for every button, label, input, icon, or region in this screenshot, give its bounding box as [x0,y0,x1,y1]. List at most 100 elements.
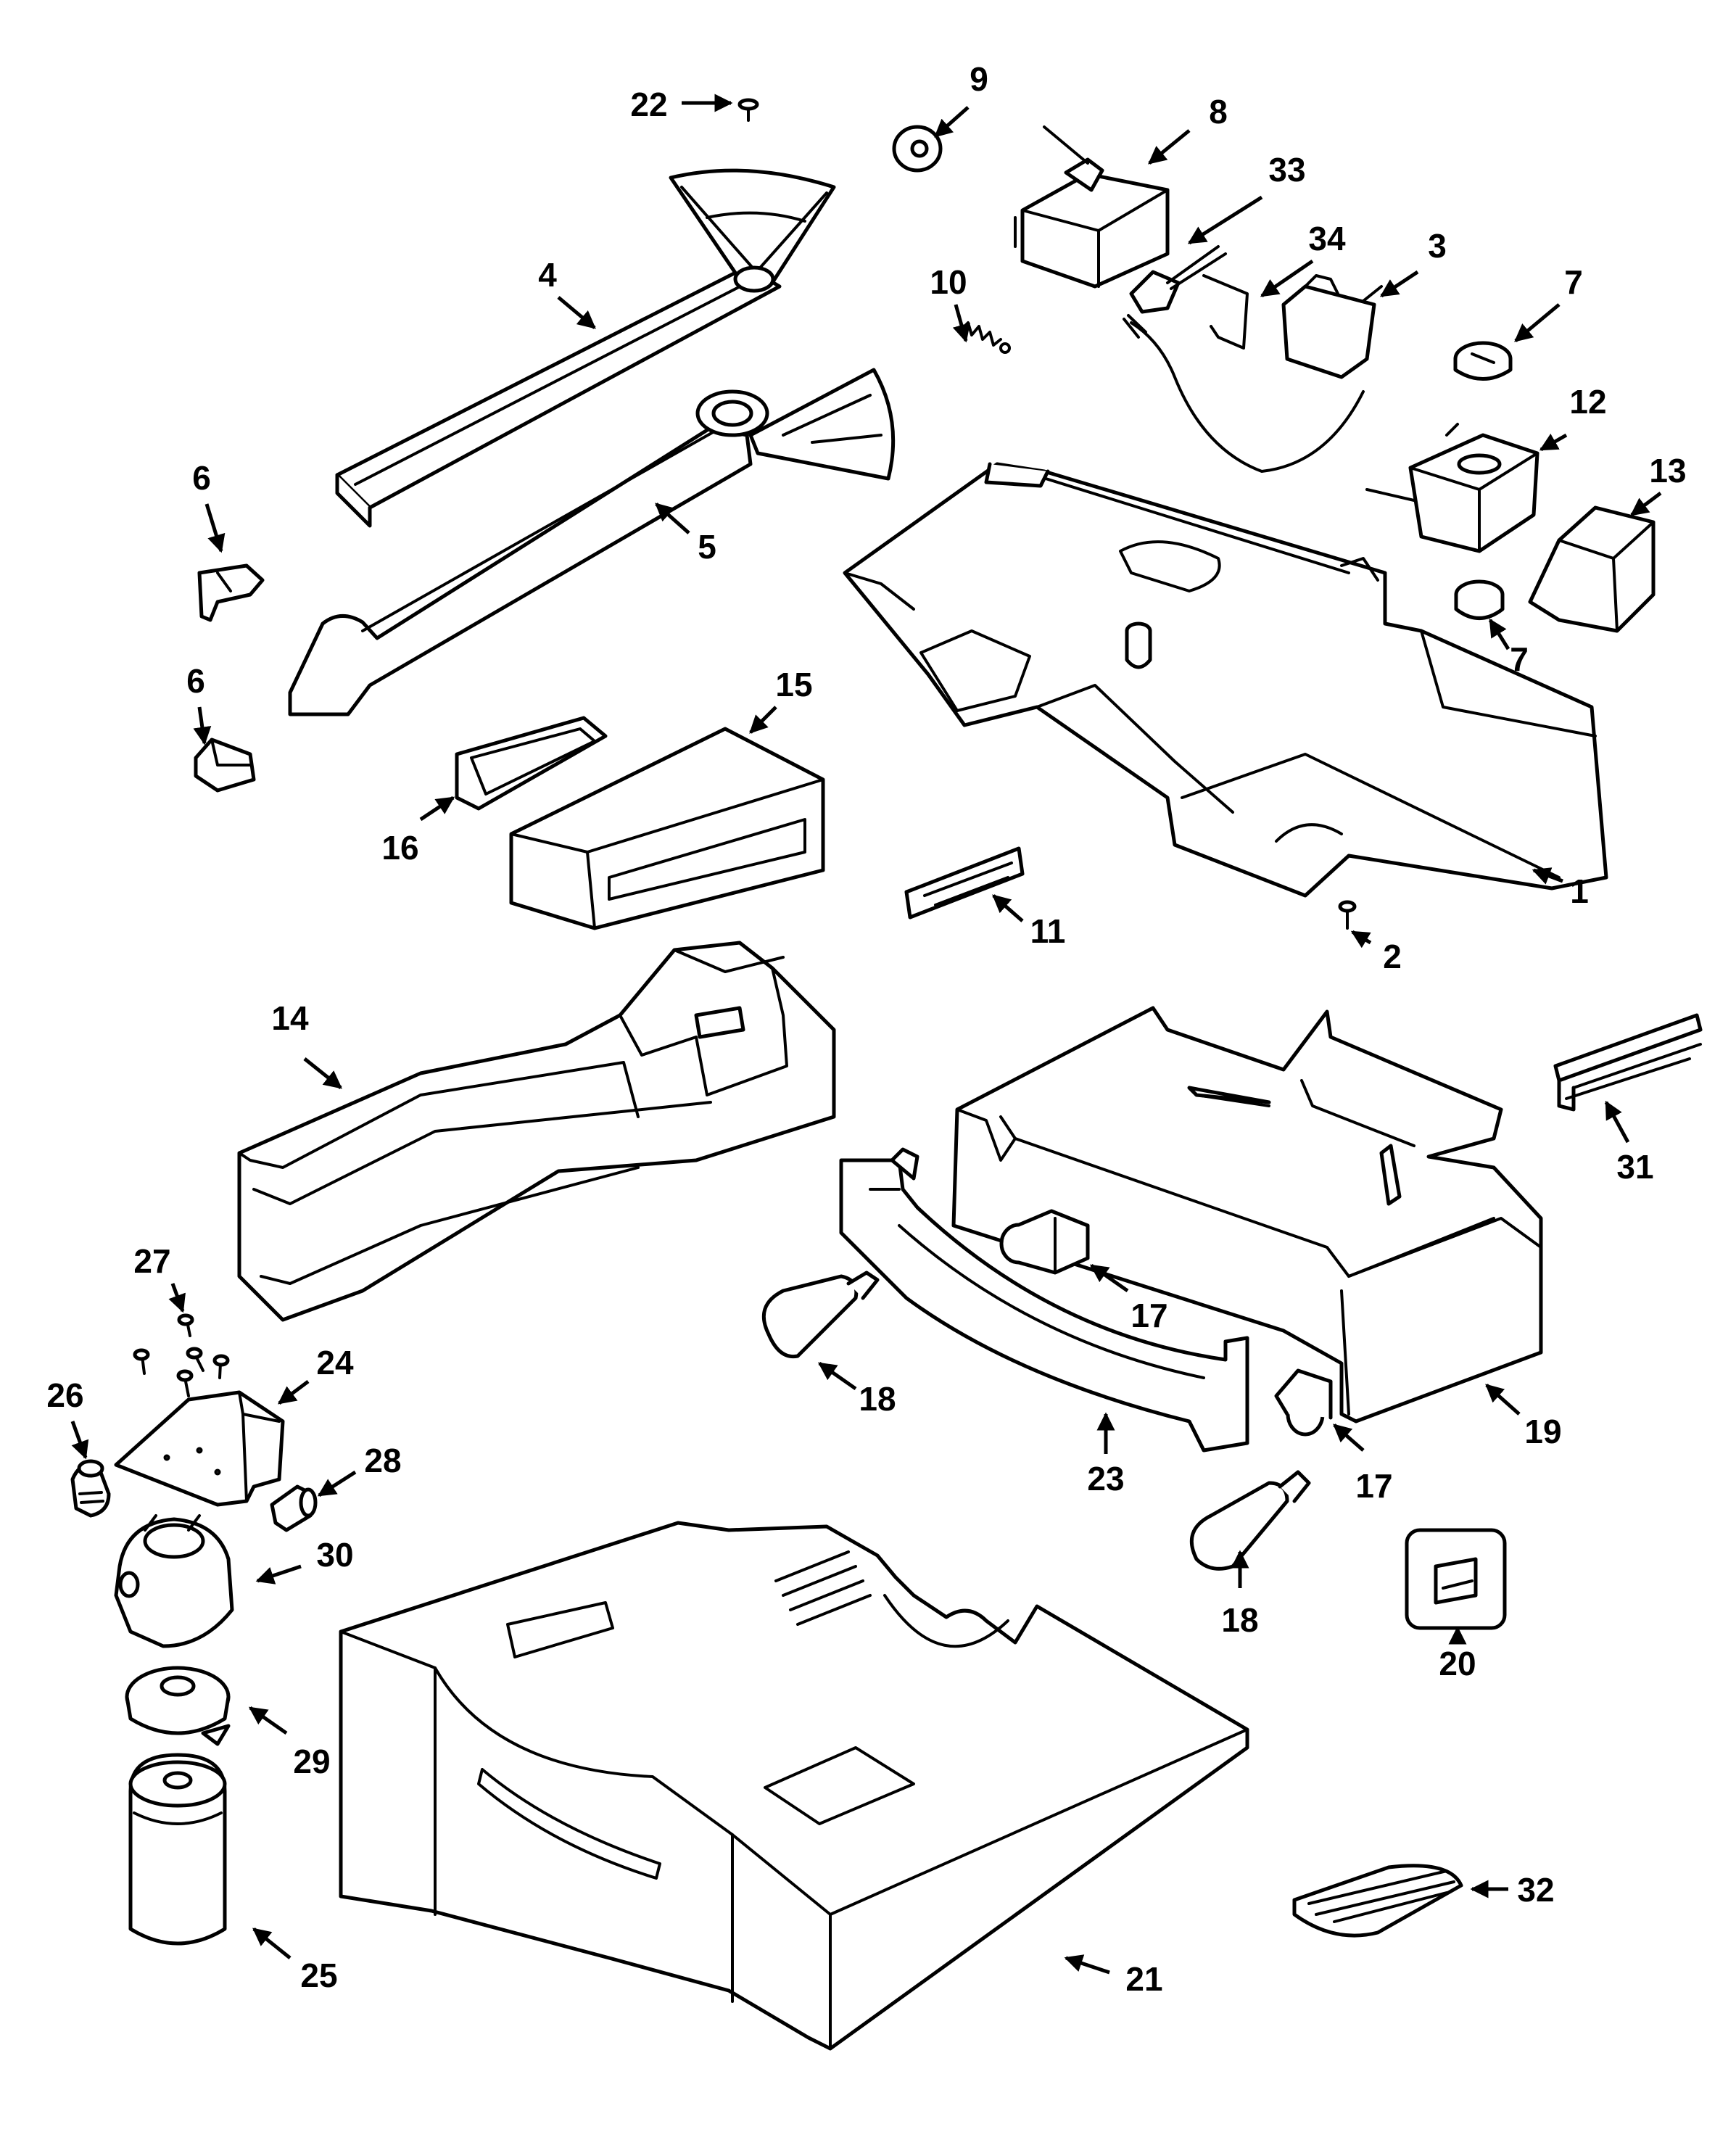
part-23-trim [839,1147,1249,1453]
part-14-chute-housing [237,941,836,1322]
part-8-actuator [1014,125,1170,289]
part-17-socket-lower [1274,1368,1333,1437]
part-4-lever-arm [335,168,836,528]
callout-1: 1 [1570,872,1589,910]
part-16-gasket [455,716,608,811]
part-32-grille [1292,1864,1463,1938]
arrow-12 [1539,433,1568,452]
arrow-27 [168,1283,186,1313]
part-26-elbow-fitting [70,1459,111,1518]
callout-9: 9 [970,60,988,98]
callout-24: 24 [316,1344,354,1381]
part-24-mount-bracket [114,1390,285,1507]
callout-34: 34 [1308,220,1346,257]
part-27-screws [133,1313,230,1397]
part-7-knob-lower [1454,579,1505,620]
callout-arrows [70,94,1662,1975]
callout-14: 14 [271,999,309,1037]
callout-4: 4 [538,256,557,294]
callout-17-upper: 17 [1131,1297,1167,1334]
arrow-9 [934,106,970,138]
callout-13: 13 [1649,452,1686,489]
callout-29: 29 [293,1743,330,1780]
arrow-24 [278,1380,310,1405]
arrow-25 [252,1928,292,1959]
callout-6-upper: 6 [192,459,211,497]
arrow-4 [557,296,596,329]
part-29-filter-cap [125,1666,231,1746]
arrow-7-upper [1514,303,1561,342]
callout-30: 30 [316,1536,353,1574]
part-25-filter-cartridge [128,1753,227,1946]
arrow-30 [255,1564,302,1584]
part-6-clip-upper [197,563,265,622]
callout-18-lower: 18 [1221,1601,1258,1639]
part-19-housing [951,1006,1543,1424]
arrow-33 [1187,195,1263,245]
part-17-socket-upper [999,1209,1090,1275]
arrow-17-lower [1333,1424,1365,1452]
part-13-motor [1528,505,1656,633]
arrow-13 [1630,492,1662,516]
callout-26: 26 [46,1376,83,1414]
callout-labels: 22 9 8 33 34 3 7 4 10 12 13 6 5 7 6 15 1… [46,60,1686,1998]
arrow-14 [303,1057,342,1089]
arrow-31 [1604,1100,1630,1144]
part-5-lever-arm [288,368,896,716]
part-6-clip-lower [194,737,256,793]
callout-3: 3 [1428,227,1447,265]
part-22-pin [737,98,759,122]
callout-31: 31 [1616,1148,1653,1186]
part-33-sensor [1129,245,1227,314]
callout-33: 33 [1268,151,1305,189]
part-34-wire-bracket [1202,274,1249,350]
part-11-filter [904,846,1025,920]
part-7-knob-upper [1453,341,1513,381]
part-15-chute-duct [509,727,825,930]
callout-27: 27 [133,1242,170,1280]
arrow-26 [70,1421,89,1460]
callout-23: 23 [1087,1460,1124,1497]
arrow-3 [1379,270,1419,298]
callout-7-upper: 7 [1564,263,1583,301]
arrow-21 [1064,1954,1110,1975]
callout-6-lower: 6 [186,662,205,700]
callout-10: 10 [930,263,967,301]
callout-22: 22 [630,86,667,123]
callout-21: 21 [1125,1960,1162,1998]
part-10-spring [959,321,1011,354]
callout-32: 32 [1517,1871,1554,1909]
arrow-15 [749,706,777,734]
part-2-screw [1338,900,1357,930]
arrow-6-lower [193,706,212,745]
arrow-29 [248,1706,288,1735]
part-31-strip [1553,1013,1703,1112]
part-1-base [843,462,1608,898]
arrow-16 [419,796,455,822]
arrow-5 [655,503,690,534]
arrow-28 [317,1470,357,1497]
arrow-7-lower [1488,618,1510,650]
part-12-bracket [1365,423,1539,553]
arrow-34 [1260,259,1314,298]
arrow-10 [952,304,970,343]
callout-5: 5 [698,528,716,566]
callout-7-lower: 7 [1510,640,1529,678]
callout-8: 8 [1209,93,1228,131]
callout-28: 28 [364,1442,401,1479]
callout-17-lower: 17 [1355,1467,1392,1505]
callout-12: 12 [1569,383,1606,421]
part-9-washer [892,125,943,173]
arrow-19 [1485,1384,1521,1416]
arrow-6-upper [204,503,226,553]
part-18-bulb-upper [761,1270,880,1359]
part-21-drip-tray [339,1521,1249,2051]
part-3-switch [1123,274,1383,473]
arrow-8 [1148,129,1191,165]
callout-11: 11 [1030,912,1066,950]
callout-18-upper: 18 [859,1380,896,1418]
callout-15: 15 [775,666,812,703]
callout-25: 25 [300,1957,337,1994]
callout-16: 16 [381,829,418,867]
